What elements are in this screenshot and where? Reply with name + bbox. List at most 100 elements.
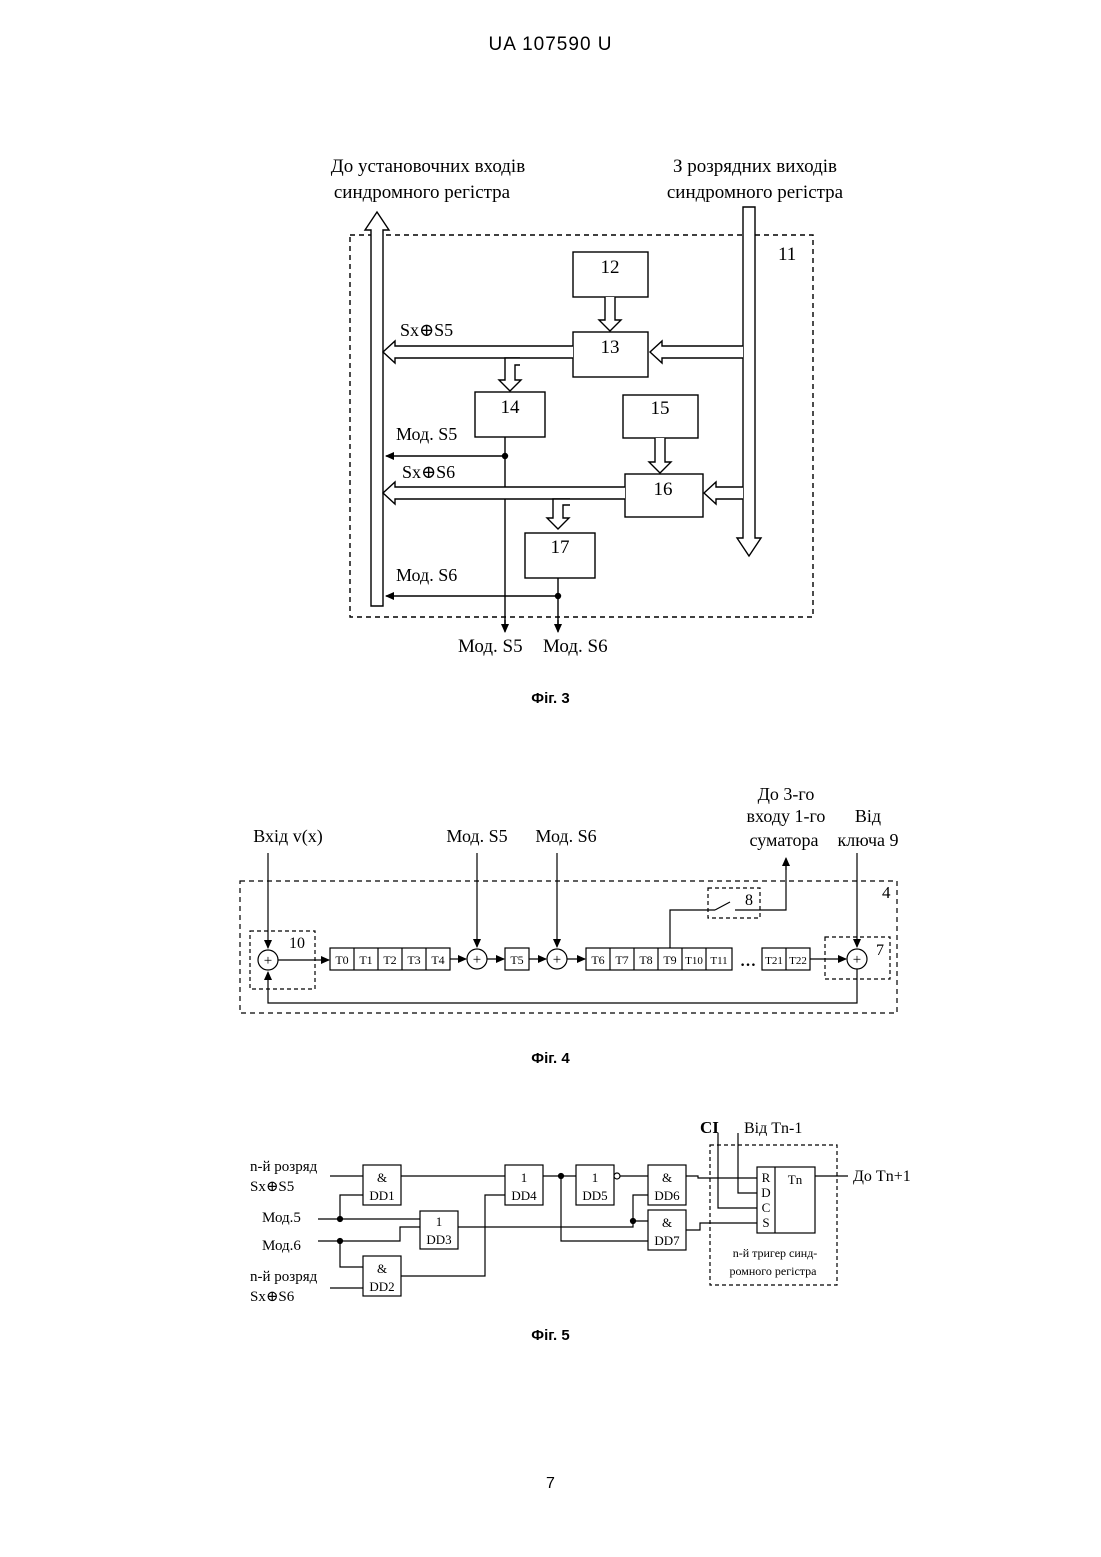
fig3-arrow-bus-16 <box>704 482 743 504</box>
fig5-dd5-symbol: 1 <box>592 1170 599 1185</box>
fig4-block-7-number: 7 <box>876 942 884 959</box>
fig5-input-1-label-1: n-й розряд <box>250 1159 318 1175</box>
fig5-pin-s: S <box>762 1215 769 1230</box>
fig5-dd6-symbol: & <box>662 1170 672 1185</box>
fig3-node-14 <box>503 454 508 459</box>
fig4-cell-t7: T7 <box>615 953 628 967</box>
fig5-pin-d: D <box>761 1185 770 1200</box>
fig4-cell-t21: T21 <box>765 955 783 967</box>
fig4-cell-t1: T1 <box>359 953 372 967</box>
fig3-right-bus-arrow <box>737 207 761 556</box>
fig4-adder-s6-plus: + <box>553 952 561 968</box>
fig3-arrow-13-bus <box>383 341 573 363</box>
fig5-dd5-label: DD5 <box>582 1188 607 1203</box>
fig5-pin-r: R <box>762 1170 771 1185</box>
fig4-block-10-number: 10 <box>289 935 305 952</box>
fig4-mod-s5-label: Мод. S5 <box>446 826 507 846</box>
fig4-adder-10-plus: + <box>264 953 272 969</box>
fig4-feedback-line <box>268 969 857 1003</box>
fig4-adder-7-plus: + <box>853 952 861 968</box>
figure-4-caption: Фіг. 4 <box>0 1050 1101 1067</box>
fig4-block-8-number: 8 <box>745 892 753 909</box>
fig5-dd6-label: DD6 <box>654 1188 680 1203</box>
fig5-wire-dd7-s <box>686 1223 757 1230</box>
figure-4: Вхід v(x) Мод. S5 Мод. S6 До 3-го входу … <box>240 784 899 1013</box>
fig5-to-next-label: До Tn+1 <box>853 1168 911 1185</box>
fig3-arrow-12-13 <box>599 297 621 331</box>
fig5-dd1-label: DD1 <box>369 1188 394 1203</box>
fig4-cell-t0: T0 <box>335 953 348 967</box>
fig5-wire-mod6-dd3 <box>365 1227 420 1241</box>
fig5-input-2-label: Мод.5 <box>262 1210 301 1226</box>
fig5-node-mod6 <box>338 1239 343 1244</box>
fig4-cell-t3: T3 <box>407 953 420 967</box>
fig3-block-12-label: 12 <box>601 257 620 278</box>
figure-5: n-й розряд Sх⊕S5 Мод.5 Мод.6 n-й розряд … <box>250 1118 911 1305</box>
fig3-arrow-15-16 <box>649 438 671 473</box>
fig5-dd2-symbol: & <box>377 1261 387 1276</box>
fig5-input-4-label-2: Sх⊕S6 <box>250 1289 295 1305</box>
fig4-cell-t11: T11 <box>710 955 727 967</box>
fig5-input-1-label-2: Sх⊕S5 <box>250 1179 294 1195</box>
fig3-arrow-16-bus <box>383 482 625 504</box>
fig3-block-17-label: 17 <box>551 537 570 558</box>
fig5-dd5-inverter-bubble <box>614 1173 620 1179</box>
fig4-cell-t10: T10 <box>685 955 703 967</box>
fig4-mod-s6-label: Мод. S6 <box>535 826 596 846</box>
fig5-from-prev-label: Від Tn-1 <box>744 1120 802 1137</box>
fig5-dd7-label: DD7 <box>654 1233 680 1248</box>
fig3-node-17 <box>556 594 561 599</box>
fig5-dd2-label: DD2 <box>369 1279 394 1294</box>
figure-3-caption: Фіг. 3 <box>0 690 1101 707</box>
fig5-node-dd3 <box>631 1219 636 1224</box>
figure-5-caption: Фіг. 5 <box>0 1327 1101 1344</box>
fig5-input-4-label-1: n-й розряд <box>250 1269 318 1285</box>
fig3-mod-s5-label: Мод. S5 <box>396 424 457 444</box>
fig5-dd4-symbol: 1 <box>521 1170 528 1185</box>
fig3-block-11-number: 11 <box>778 244 796 265</box>
fig3-arrow-16-17 <box>547 499 570 529</box>
fig5-node-mod5 <box>338 1217 343 1222</box>
fig3-arrow-13-14 <box>499 358 521 391</box>
fig4-adder-s5-plus: + <box>473 952 481 968</box>
fig5-input-3-label: Мод.6 <box>262 1238 301 1254</box>
fig3-sum-s5-label: Sх⊕S5 <box>400 320 453 340</box>
fig5-ci-label: CI <box>700 1118 719 1137</box>
fig3-output-mod-s6: Мод. S6 <box>543 636 608 657</box>
fig3-left-bus-arrow <box>365 212 389 606</box>
fig4-cell-t9: T9 <box>663 953 676 967</box>
fig5-pin-c: C <box>762 1200 771 1215</box>
fig5-trigger-caption-2: ромного регістра <box>729 1264 817 1278</box>
fig5-wire-dd3-dd7 <box>458 1221 648 1227</box>
fig5-wire-mod5-dd1 <box>340 1195 363 1219</box>
fig3-top-right-label-1: З розрядних виходів <box>673 156 837 177</box>
fig3-top-left-label-1: До установочних входів <box>331 156 525 177</box>
fig5-tn-label: Tn <box>788 1172 803 1187</box>
fig3-top-left-label-2: синдромного регістра <box>334 182 511 203</box>
fig5-dd7-symbol: & <box>662 1215 672 1230</box>
fig4-from-key-label-1: Від <box>855 806 881 826</box>
fig4-input-label: Вхід v(x) <box>253 826 322 847</box>
fig4-cell-t5: T5 <box>510 953 523 967</box>
fig4-cell-t8: T8 <box>639 953 652 967</box>
fig3-sum-s6-label: Sх⊕S6 <box>402 462 455 482</box>
fig3-block-16-label: 16 <box>654 479 673 500</box>
page-number: 7 <box>0 1475 1101 1493</box>
fig4-to-adder-label-1: До 3-го <box>758 784 815 804</box>
fig3-block-14-label: 14 <box>501 397 521 418</box>
fig5-dd1-symbol: & <box>377 1170 387 1185</box>
fig3-output-mod-s5: Мод. S5 <box>458 636 523 657</box>
fig4-ellipsis: … <box>740 953 756 970</box>
fig5-wire-prev-d <box>738 1133 757 1193</box>
fig5-wire-mod6-dd2 <box>340 1241 363 1267</box>
fig5-wire-dd6-r <box>686 1176 757 1178</box>
fig3-block-13-label: 13 <box>601 337 620 358</box>
fig5-dd4-label: DD4 <box>511 1188 537 1203</box>
fig4-cell-t22: T22 <box>789 955 807 967</box>
figure-3: До установочних входів синдромного регіс… <box>331 156 844 657</box>
fig5-trigger-caption-1: n-й тригер синд- <box>733 1246 818 1260</box>
fig4-block-4-boundary <box>240 881 897 1013</box>
fig4-cell-t6: T6 <box>591 953 604 967</box>
fig4-to-adder-label-2: входу 1-го <box>747 806 826 826</box>
